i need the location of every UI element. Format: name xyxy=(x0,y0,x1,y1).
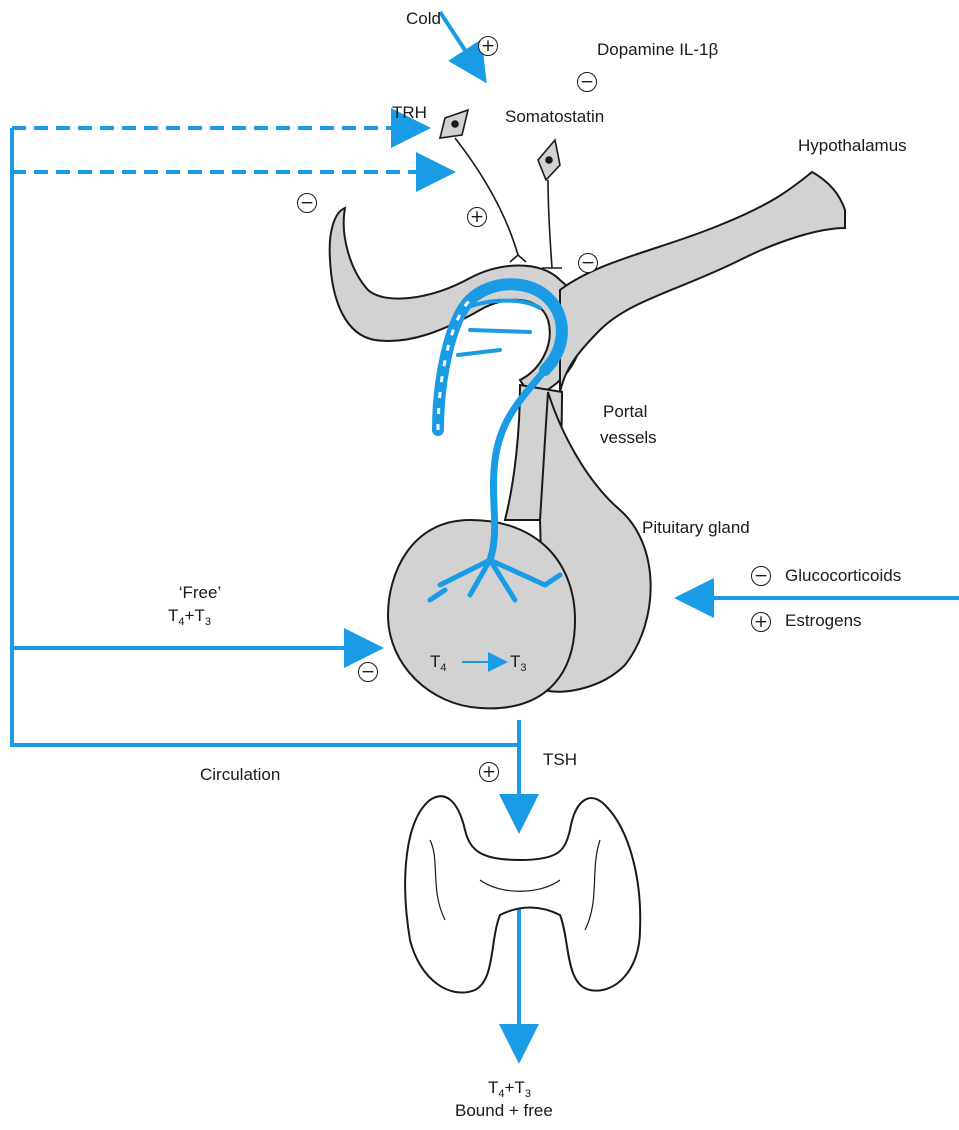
label-circulation: Circulation xyxy=(200,765,280,785)
label-cold: Cold xyxy=(406,9,441,29)
minus-sign-icon: − xyxy=(578,253,598,273)
somatostatin-neuron xyxy=(538,140,562,268)
trh-neuron xyxy=(440,110,526,262)
minus-sign-icon: − xyxy=(577,72,597,92)
label-free-t4-t3: T4+T3 xyxy=(168,606,211,629)
plus-sign-icon: + xyxy=(478,36,498,56)
plus-sign-icon: + xyxy=(479,762,499,782)
plus-sign-icon: + xyxy=(467,207,487,227)
minus-sign-icon: − xyxy=(358,662,378,682)
label-tsh: TSH xyxy=(543,750,577,770)
minus-sign-icon: − xyxy=(297,193,317,213)
label-estrogens: Estrogens xyxy=(785,611,862,631)
thyroid-gland xyxy=(405,796,640,992)
label-t3: T3 xyxy=(510,652,527,675)
label-portal: Portal xyxy=(603,402,647,422)
label-t4: T4 xyxy=(430,652,447,675)
minus-sign-icon: − xyxy=(751,566,771,586)
label-somatostatin: Somatostatin xyxy=(505,107,604,127)
label-dopamine-il1b: Dopamine IL-1β xyxy=(597,40,718,60)
label-hypothalamus: Hypothalamus xyxy=(798,136,907,156)
label-bound-free: Bound + free xyxy=(455,1101,553,1121)
label-glucocorticoids: Glucocorticoids xyxy=(785,566,901,586)
label-free: ‘Free’ xyxy=(170,583,230,603)
label-pituitary-gland: Pituitary gland xyxy=(642,518,750,538)
label-bottom-t4-t3: T4+T3 xyxy=(488,1078,531,1101)
plus-sign-icon: + xyxy=(751,612,771,632)
label-vessels: vessels xyxy=(600,428,657,448)
label-trh: TRH xyxy=(392,103,427,123)
